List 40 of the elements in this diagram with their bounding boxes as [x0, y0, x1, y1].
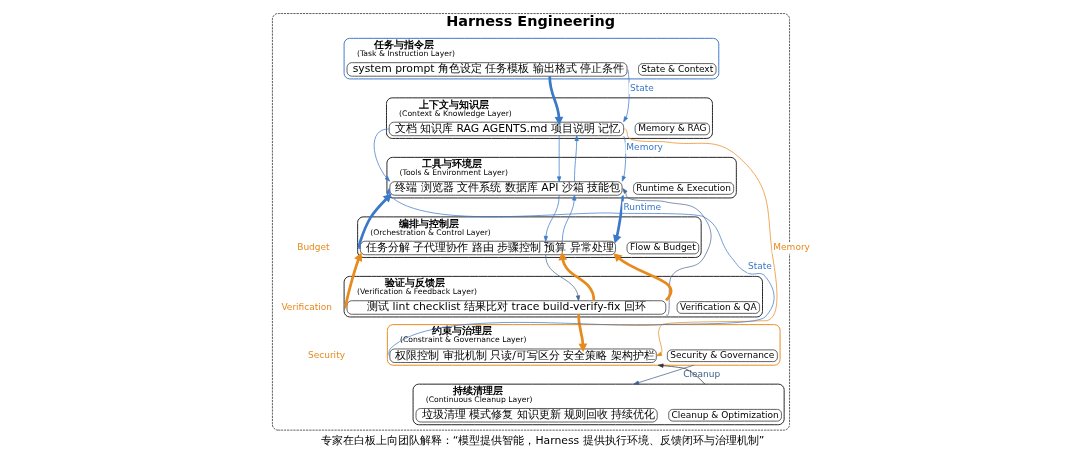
node-box: Runtime & Execution: [633, 182, 734, 195]
arrow: [358, 193, 392, 249]
arrow: [613, 253, 673, 302]
edge-label: Cleanup: [683, 368, 721, 379]
arrow: [548, 76, 564, 126]
node-box: State & Context: [638, 63, 717, 76]
edge-label: State: [748, 261, 772, 272]
arrow: [543, 194, 560, 242]
arrow: [545, 254, 581, 302]
arrow: [633, 364, 695, 385]
node-box: Security & Governance: [667, 349, 778, 362]
node-box: 终端 浏览器 文件系统 数据库 API 沙箱 技能包: [389, 181, 623, 196]
node-box: 测试 lint checklist 结果比对 trace build-verify-fix 回环: [346, 300, 667, 315]
arrow: [657, 363, 706, 385]
label: Verification: [281, 301, 332, 312]
edge-label: State: [629, 82, 654, 93]
arrow: [557, 135, 562, 183]
caption: 专家在白板上向团队解释：“模型提供智能，Harness 提供执行环境、反馈闭环与治理机制”: [320, 434, 765, 448]
node-box: Memory & RAG: [634, 122, 710, 136]
arrow: [574, 135, 579, 183]
arrow: [373, 128, 390, 182]
node-box: Flow & Budget: [626, 241, 700, 255]
arrow: [623, 69, 630, 123]
node-box: 垃圾清理 模式修复 知识更新 规则回收 持续优化: [415, 408, 658, 423]
label: Security: [308, 350, 345, 360]
node-box: Verification & QA: [676, 301, 760, 314]
node-box: 权限控制 审批机制 只读/可写区分 安全策略 架构护栏: [389, 348, 657, 363]
edge-label: Runtime: [623, 201, 661, 212]
node-box: 任务分解 子代理协作 路由 步骤控制 预算 异常处理: [359, 240, 616, 256]
arrow: [558, 251, 596, 301]
arrow: [577, 314, 588, 352]
edge-label: Memory: [773, 242, 810, 253]
node-box: Cleanup & Optimization: [668, 409, 782, 422]
node-box: system prompt 角色设定 任务模板 输出格式 停止条件: [346, 62, 628, 77]
arrow: [561, 194, 577, 242]
edge-label: Memory: [626, 142, 663, 153]
arrow: [344, 252, 363, 308]
label: Budget: [297, 242, 330, 253]
node-box: 文档 知识库 RAG AGENTS.md 项目说明 记忆: [388, 121, 624, 137]
arrow: [613, 195, 624, 244]
